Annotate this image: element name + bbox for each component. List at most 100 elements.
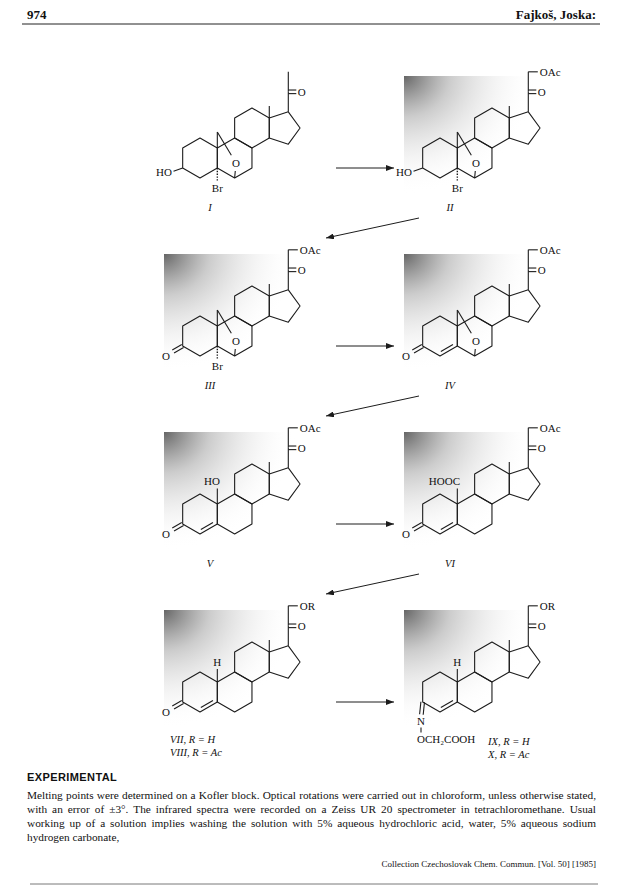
compound-number: VII, R = H: [170, 734, 215, 746]
structure-formula: OROHOVII, R = HVIII, R = Ac: [154, 594, 336, 764]
reaction-arrow: [326, 218, 419, 238]
steroid-skeleton: [174, 72, 301, 182]
hydrogen-bond-line: [217, 669, 218, 682]
atom-label: O: [538, 264, 546, 276]
carbonyl-bond: [288, 271, 296, 272]
compound-number: II: [447, 202, 454, 214]
ring-bond: [183, 494, 218, 534]
scan-shadow: [404, 432, 536, 550]
double-bond: [201, 700, 213, 707]
ketone-bond: [174, 348, 184, 354]
alpha-bond: [217, 346, 218, 360]
atom-label: Br: [212, 360, 223, 372]
atom-label: OAc: [300, 244, 321, 256]
ring-bond: [235, 464, 270, 504]
ring-bond: [509, 112, 540, 144]
ring-bond: [423, 494, 458, 534]
bridge-bond: [217, 132, 218, 148]
atom-label: O: [538, 620, 546, 632]
carbonyl-bond: [288, 449, 296, 450]
atom-label: O: [162, 350, 170, 362]
side-chain-bond: [288, 448, 289, 468]
bridge-bond: [234, 349, 236, 356]
side-chain-bond: [288, 250, 289, 270]
compound-number: I: [208, 202, 212, 214]
atom-label: O: [402, 350, 410, 362]
ring-bond: [509, 646, 540, 678]
methyl-bond: [509, 640, 510, 652]
scan-shadow: [404, 254, 536, 372]
oxime-bond: [420, 702, 421, 715]
side-chain-bond: [528, 250, 529, 270]
ester-bond: [528, 427, 538, 428]
compound-number: IX, R = H: [488, 736, 530, 748]
bridge-bond: [474, 171, 476, 178]
carbonyl-bond: [288, 623, 296, 624]
atom-label: O: [472, 335, 480, 347]
footer-rule: [30, 884, 598, 885]
ketone-bond: [414, 348, 424, 354]
running-head: Fajkoš, Joska:: [516, 7, 596, 23]
carbonyl-bond: [288, 627, 296, 628]
compound-number: V: [207, 558, 213, 570]
atom-label: Br: [212, 182, 223, 194]
compound-number: VI: [445, 558, 455, 570]
atom-label: O: [538, 86, 546, 98]
carbonyl-bond: [528, 449, 536, 450]
structure-formula: OAcOOHOBrII: [394, 60, 576, 218]
methyl-bond: [509, 106, 510, 118]
ester-bond: [528, 605, 538, 606]
side-chain-bond: [288, 270, 289, 290]
ring-bond: [235, 108, 270, 148]
atom-label: O: [298, 442, 306, 454]
double-bond: [441, 522, 453, 529]
section-heading: EXPERIMENTAL: [27, 771, 117, 783]
carbonyl-bond: [528, 271, 536, 272]
ketone-bond: [414, 526, 424, 532]
ring-bond: [457, 138, 492, 178]
reaction-arrow: [336, 168, 394, 169]
side-chain-bond: [288, 92, 289, 112]
ketone-bond: [174, 704, 184, 710]
atom-label: OCH₂COOH: [417, 733, 475, 745]
atom-label: OR: [300, 600, 315, 612]
side-chain-bond: [288, 626, 289, 646]
side-chain-bond: [528, 448, 529, 468]
ring-bond: [423, 138, 458, 178]
ester-bond: [288, 249, 298, 250]
side-chain-bond: [528, 270, 529, 290]
carbonyl-bond: [528, 623, 536, 624]
steroid-skeleton: [404, 606, 540, 733]
ring-bond: [269, 468, 300, 500]
atom-label: HO: [156, 166, 172, 178]
ester-bond: [528, 71, 538, 72]
alpha-bond: [217, 168, 218, 182]
ring-bond: [217, 672, 252, 712]
carbonyl-bond: [288, 93, 296, 94]
journal-footer: Collection Czechoslovak Chem. Commun. [V…: [381, 859, 596, 869]
atom-label: H: [453, 656, 461, 668]
ring-bond: [423, 316, 458, 356]
ring-bond: [183, 672, 218, 712]
ring-bond: [269, 646, 300, 678]
structure-formula: OAcOHOOV: [154, 416, 336, 574]
atom-label: O: [538, 442, 546, 454]
methyl-bond: [509, 462, 510, 474]
atom-label: OAc: [540, 244, 561, 256]
steroid-skeleton: [404, 72, 540, 194]
atom-label: O: [232, 335, 240, 347]
carbonyl-bond: [528, 93, 536, 94]
atom-label: OAc: [540, 66, 561, 78]
bridge-bond: [217, 310, 218, 326]
bridge-bond: [234, 171, 236, 178]
ring-bond: [509, 468, 540, 500]
ring-bond: [235, 642, 270, 682]
ring-bond: [217, 316, 252, 356]
ester-bond: [288, 427, 298, 428]
scan-shadow: [164, 432, 296, 550]
bridge-bond: [474, 349, 476, 356]
atom-label: O: [162, 706, 170, 718]
c19-bond: [217, 489, 218, 505]
